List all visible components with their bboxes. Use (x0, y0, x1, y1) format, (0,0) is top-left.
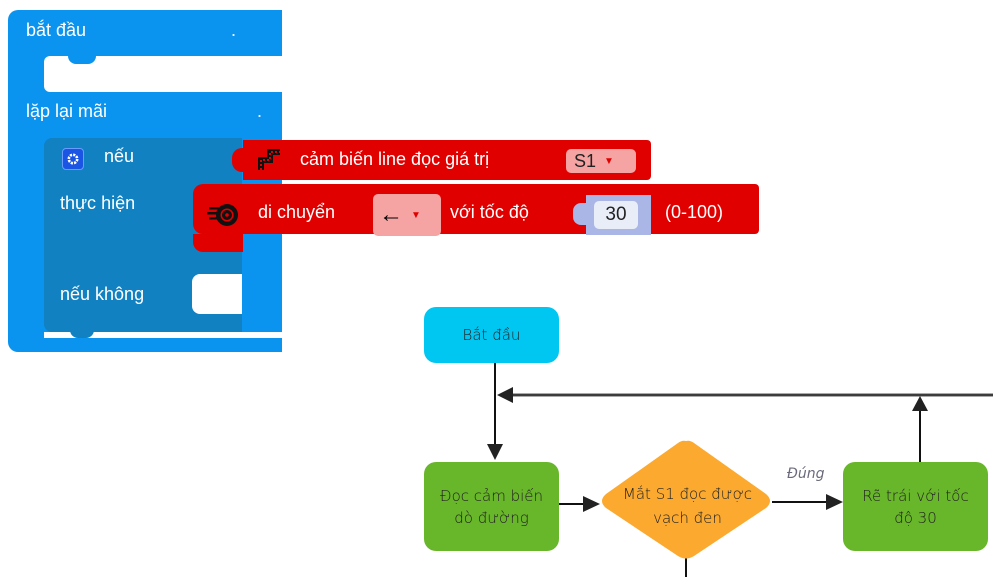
road-line-icon (258, 148, 284, 177)
turn-left-line-2: độ 30 (894, 508, 937, 527)
speed-socket-plug (573, 203, 589, 225)
slot-notch (68, 56, 96, 64)
arrow-head-up-icon (912, 396, 928, 411)
then-label: thực hiện (60, 193, 136, 213)
speed-label: với tốc độ (450, 202, 529, 222)
gear-icon[interactable] (62, 148, 84, 170)
read-sensor-node[interactable]: Đọc cảm biến dò đường (424, 462, 559, 551)
arrow-head-down-icon (487, 444, 503, 460)
yes-branch-label: Đúng (787, 466, 825, 482)
decision-line-2: vạch đen (653, 509, 722, 527)
loop-block-dot: . (257, 101, 263, 121)
sensor-select-value: S1 (574, 150, 597, 171)
move-block-bottom (193, 234, 243, 252)
sensor-select-dropdown[interactable]: S1 ▼ (566, 149, 636, 173)
turn-left-line-1: Rẽ trái với tốc (862, 486, 969, 505)
decision-diamond[interactable] (602, 440, 770, 559)
arrow-left-icon: ← (379, 201, 403, 228)
read-sensor-line-2: dò đường (454, 508, 529, 527)
read-sensor-line-1: Đọc cảm biến (439, 486, 544, 505)
else-label: nếu không (60, 284, 145, 304)
dropdown-caret-icon: ▼ (604, 155, 614, 167)
speed-input[interactable]: 30 (594, 201, 638, 229)
arrow-head-left-icon (497, 387, 513, 403)
else-empty-slot (192, 274, 242, 314)
speed-range-hint: (0-100) (665, 202, 724, 222)
move-block-label: di chuyển (258, 202, 336, 222)
start-node-label: Bắt đầu (462, 326, 521, 344)
loop-block-label: lặp lại mãi (26, 101, 108, 121)
direction-dropdown[interactable]: ← ▼ (373, 194, 441, 236)
sensor-block-label: cảm biến line đọc giá trị (300, 149, 490, 169)
decision-line-1: Mắt S1 đọc được (622, 485, 753, 503)
arrow-head-right-icon (826, 494, 843, 510)
start-block-label: bắt đầu (26, 20, 87, 40)
move-block[interactable] (193, 184, 759, 234)
dropdown-caret-icon: ▼ (411, 209, 421, 221)
arrow-head-right-icon (583, 496, 600, 512)
if-block-notch (70, 330, 94, 338)
decision-node-label: Mắt S1 đọc được vạch đen (600, 482, 775, 530)
if-label: nếu (104, 146, 135, 166)
turn-left-node[interactable]: Rẽ trái với tốc độ 30 (843, 462, 988, 551)
wheel-icon (207, 200, 239, 235)
start-block-dot: . (231, 20, 237, 40)
start-node[interactable]: Bắt đầu (424, 307, 559, 363)
loop-inner-gap (44, 332, 282, 338)
